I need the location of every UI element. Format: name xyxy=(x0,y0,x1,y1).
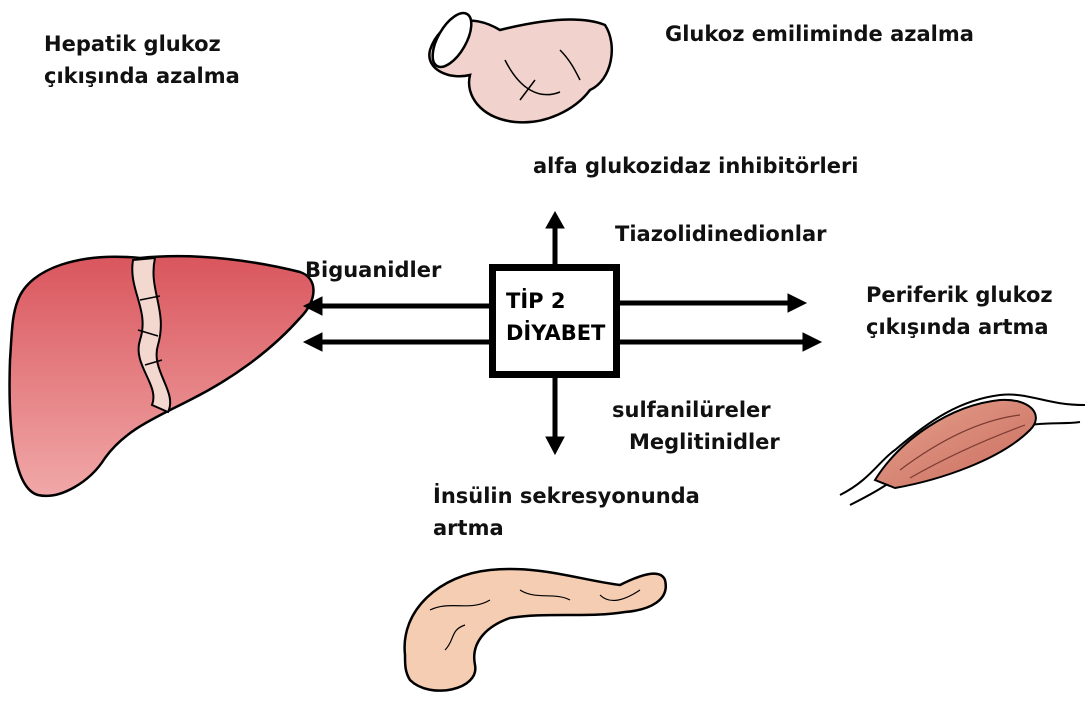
effect-hepatic-line1: Hepatik glukoz xyxy=(44,28,240,60)
drug-meglitinides: Meglitinidler xyxy=(629,426,780,458)
drug-alpha-glucosidase: alfa glukozidaz inhibitörleri xyxy=(533,150,859,182)
center-box-type2-diabetes: TİP 2 DİYABET xyxy=(489,264,620,378)
drug-thiazolidinediones: Tiazolidinedionlar xyxy=(615,218,827,250)
effect-insulin-line1: İnsülin sekresyonunda xyxy=(433,480,700,512)
intestine-illustration xyxy=(425,7,612,122)
effect-peripheral-line1: Periferik glukoz xyxy=(866,279,1053,311)
pancreas-illustration xyxy=(405,569,666,691)
effect-absorption: Glukoz emiliminde azalma xyxy=(665,18,974,50)
drug-biguanides: Biguanidler xyxy=(305,254,441,286)
center-label-line1: TİP 2 xyxy=(506,285,613,317)
effect-insulin-line2: artma xyxy=(433,512,700,544)
effect-insulin: İnsülin sekresyonunda artma xyxy=(433,480,700,544)
effect-hepatic: Hepatik glukoz çıkışında azalma xyxy=(44,28,240,92)
effect-peripheral-line2: çıkışında artma xyxy=(866,311,1053,343)
muscle-illustration xyxy=(840,395,1085,505)
effect-absorption-line1: Glukoz emiliminde azalma xyxy=(665,18,974,50)
drug-sulfonylureas: sulfanilüreler xyxy=(612,394,771,426)
center-label-line2: DİYABET xyxy=(506,317,613,349)
liver-illustration xyxy=(10,256,314,496)
effect-peripheral: Periferik glukoz çıkışında artma xyxy=(866,279,1053,343)
effect-hepatic-line2: çıkışında azalma xyxy=(44,60,240,92)
